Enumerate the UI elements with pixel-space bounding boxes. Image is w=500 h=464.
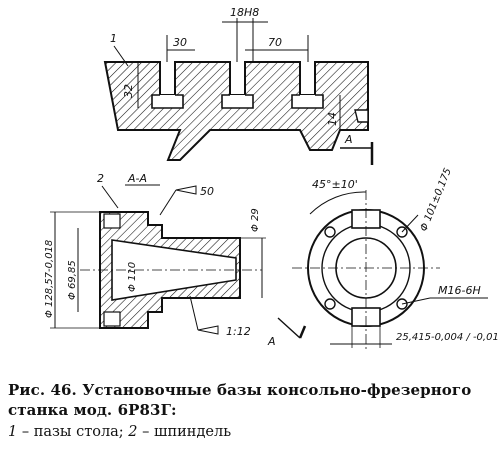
taper-label-50: 50 [200, 185, 214, 198]
spindle-face-view: 45°±10' Φ 101±0,175 M16-6H 25,415-0,004 … [292, 167, 500, 350]
key-width-label: 25,415-0,004 / -0,017 [396, 332, 500, 343]
table-body [103, 61, 369, 161]
section-title-aa: A-A [127, 172, 147, 185]
caption-legend: 1 – пазы стола; 2 – шпиндель [8, 422, 494, 442]
spindle-section: 2 A-A 50 Φ 128,57-0,018 Φ 69,85 Φ 110 Φ … [44, 172, 307, 348]
dim-70: 70 [268, 36, 282, 49]
taper-ratio: 1:12 [226, 325, 251, 338]
legend-num-1: 1 [8, 424, 18, 440]
dim-32: 32 [122, 84, 135, 98]
dim-flange-diameter: Φ 69,85 [67, 260, 78, 300]
dim-30: 30 [173, 36, 187, 49]
angle-label: 45°±10' [312, 178, 358, 191]
legend-num-2: 2 [128, 424, 138, 440]
dim-slot-width: 18H8 [230, 6, 259, 19]
technical-drawing: 1 18H8 30 70 32 14 A 2 A-A 50 [44, 6, 500, 350]
legend-text-2: – шпиндель [137, 424, 232, 440]
table-section: 1 18H8 30 70 32 14 A [103, 6, 374, 165]
dim-outer-diameter: Φ 128,57-0,018 [44, 240, 55, 318]
thread-label: M16-6H [438, 284, 481, 297]
dim-end-diameter: Φ 29 [250, 208, 261, 232]
bolt-circle-diameter: Φ 101±0,175 [419, 167, 454, 233]
section-marker-a-bottom: A [267, 335, 276, 348]
dim-14: 14 [326, 112, 339, 126]
caption-title: Рис. 46. Установочные базы консольно-фре… [8, 381, 472, 419]
part-number-2: 2 [97, 172, 104, 185]
part-number-1: 1 [110, 32, 117, 45]
legend-text-1: – пазы стола; [17, 424, 129, 440]
figure-caption: Рис. 46. Установочные базы консольно-фре… [8, 380, 494, 442]
dim-bore-diameter: Φ 110 [127, 262, 138, 292]
section-marker-a-top: A [344, 133, 353, 146]
